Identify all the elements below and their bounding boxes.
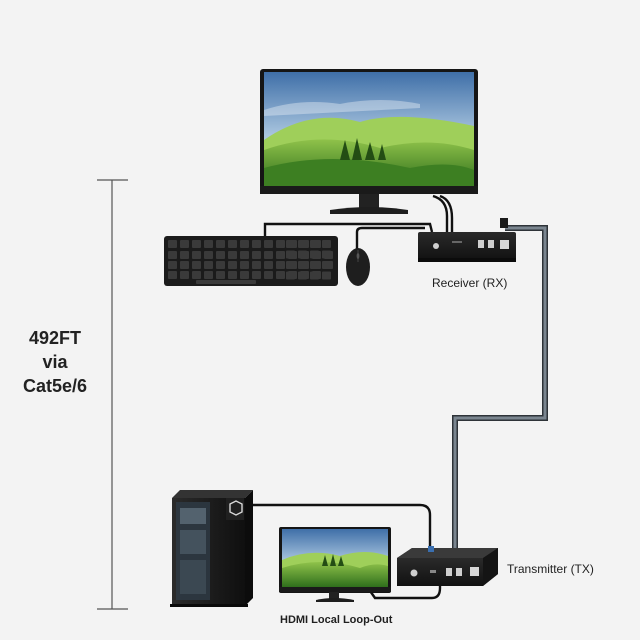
keyboard-key — [204, 251, 213, 259]
keyboard-numpad-key — [310, 240, 319, 248]
keyboard-key — [276, 261, 285, 269]
keyboard-key — [276, 251, 285, 259]
keyboard-key — [228, 261, 237, 269]
loop-out-label: HDMI Local Loop-Out — [280, 614, 393, 626]
keyboard-key — [240, 251, 249, 259]
keyboard-key — [204, 261, 213, 269]
cat-cable — [452, 225, 548, 552]
keyboard-key — [192, 261, 201, 269]
keyboard-numpad-key — [310, 261, 319, 269]
keyboard-key — [216, 240, 225, 248]
keyboard-key — [264, 251, 273, 259]
keyboard-key — [252, 271, 261, 279]
keyboard-numpad-key — [298, 271, 307, 280]
keyboard-key — [228, 271, 237, 279]
keyboard-numpad-key — [322, 261, 331, 269]
keyboard-key — [252, 251, 261, 259]
distance-dimension-line — [97, 179, 128, 610]
keyboard-space-bar — [196, 280, 256, 284]
keyboard-numpad-key — [298, 250, 307, 259]
keyboard-key — [192, 271, 201, 279]
desktop-pc — [170, 490, 253, 607]
keyboard-key — [204, 271, 213, 279]
distance-line-1: 492FT — [28, 328, 82, 348]
keyboard-key — [252, 240, 261, 248]
keyboard-key — [168, 271, 177, 279]
keyboard-key — [168, 261, 177, 269]
keyboard-numpad-key — [286, 250, 295, 259]
transmitter-label: Transmitter (TX) — [507, 562, 594, 576]
keyboard-key — [264, 240, 273, 248]
keyboard-key — [180, 251, 189, 259]
keyboard-key — [204, 240, 213, 248]
keyboard-key — [216, 261, 225, 269]
keyboard-key — [264, 271, 273, 279]
keyboard-key — [228, 240, 237, 248]
keyboard-numpad-key — [310, 250, 319, 259]
keyboard-key — [180, 271, 189, 279]
keyboard-key — [168, 251, 177, 259]
receiver-box — [418, 218, 516, 262]
distance-line-3: Cat5e/6 — [22, 376, 88, 396]
distance-label: 492FT via Cat5e/6 — [10, 326, 100, 398]
keyboard-key — [180, 261, 189, 269]
keyboard-numpad-key — [322, 240, 331, 248]
keyboard-key — [216, 271, 225, 279]
keyboard-key — [276, 240, 285, 248]
keyboard-key — [276, 271, 285, 279]
keyboard-numpad-key — [286, 240, 295, 248]
keyboard-key — [168, 240, 177, 248]
keyboard-key — [192, 240, 201, 248]
main-monitor — [260, 69, 478, 214]
keyboard-key — [216, 251, 225, 259]
keyboard-key — [264, 261, 273, 269]
keyboard-numpad-key — [298, 261, 307, 269]
keyboard-numpad-key — [310, 271, 319, 280]
keyboard-key — [180, 240, 189, 248]
keyboard-numpad-key — [322, 271, 331, 280]
keyboard-numpad-key — [322, 250, 331, 259]
mouse — [346, 248, 370, 286]
keyboard-numpad-key — [286, 271, 295, 280]
transmitter-box — [397, 546, 498, 586]
keyboard-key — [240, 261, 249, 269]
keyboard-key — [240, 271, 249, 279]
keyboard — [164, 236, 338, 286]
keyboard-key — [252, 261, 261, 269]
keyboard-key — [192, 251, 201, 259]
receiver-label: Receiver (RX) — [432, 276, 508, 290]
hdmi-usb-cables — [252, 194, 454, 600]
keyboard-numpad-key — [298, 240, 307, 248]
loop-out-monitor — [279, 527, 391, 602]
distance-line-2: via — [42, 352, 68, 372]
keyboard-key — [240, 240, 249, 248]
keyboard-key — [228, 251, 237, 259]
keyboard-numpad-key — [286, 261, 295, 269]
